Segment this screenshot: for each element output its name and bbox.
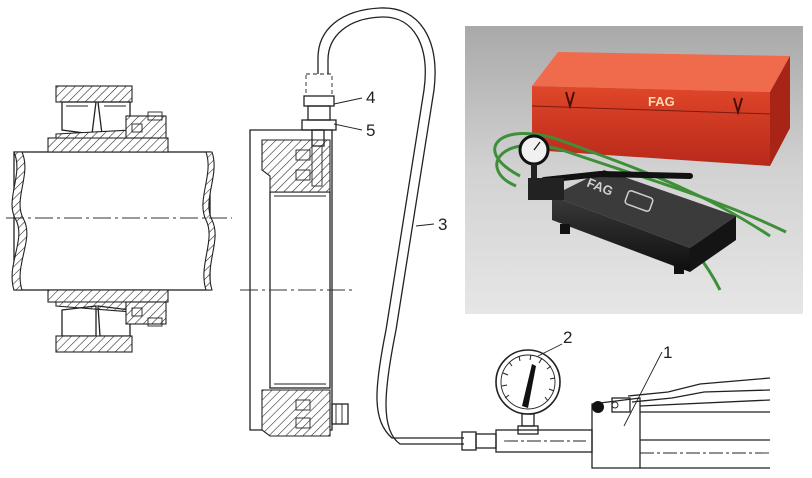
hand-pump: FAG bbox=[518, 134, 736, 274]
callout-4: 4 bbox=[366, 88, 375, 107]
pump-photo: FAG FAG bbox=[465, 26, 803, 314]
bearing-section-drawing bbox=[6, 85, 232, 353]
high-pressure-hose bbox=[317, 7, 464, 445]
shaft bbox=[13, 151, 211, 291]
case-brand-label: FAG bbox=[648, 94, 675, 109]
leader-lines bbox=[333, 97, 663, 427]
callout-1: 1 bbox=[663, 343, 672, 362]
callout-5: 5 bbox=[366, 121, 375, 140]
hose-connector bbox=[301, 73, 337, 147]
hand-pump-drawing bbox=[461, 377, 771, 469]
pressure-gauge bbox=[495, 349, 561, 435]
hydraulic-nut-section bbox=[240, 129, 352, 437]
callout-3: 3 bbox=[438, 215, 447, 234]
red-tool-case: FAG bbox=[531, 52, 790, 166]
callout-2: 2 bbox=[563, 328, 572, 347]
